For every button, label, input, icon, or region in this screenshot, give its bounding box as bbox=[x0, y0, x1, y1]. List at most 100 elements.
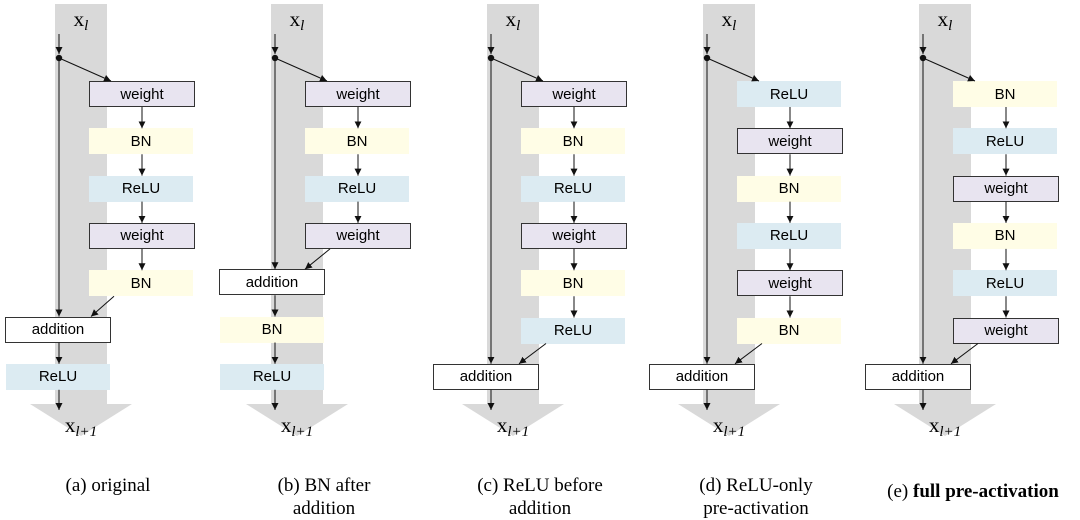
shortcut-arrow-tip bbox=[30, 404, 132, 436]
output-label-x-l-plus-1: xl+1 bbox=[711, 413, 747, 440]
caption-line-2: pre-activation bbox=[703, 498, 809, 519]
block-weight: weight bbox=[953, 317, 1059, 344]
input-label-sub: l bbox=[732, 18, 737, 34]
input-label-x-l: xl bbox=[279, 7, 315, 34]
block-bn: BN bbox=[737, 317, 841, 344]
input-label-base: x bbox=[73, 7, 85, 31]
branch-arrow bbox=[706, 57, 760, 82]
output-label-sub: l+1 bbox=[939, 424, 962, 440]
block-bn: BN bbox=[953, 222, 1057, 249]
block-weight: weight bbox=[521, 222, 627, 249]
input-label-base: x bbox=[505, 7, 517, 31]
block-bn: BN bbox=[521, 270, 625, 297]
caption-line-1: (c) ReLU before bbox=[432, 474, 648, 497]
output-label-base: x bbox=[280, 413, 292, 437]
caption-line-2: addition bbox=[292, 498, 356, 519]
block-bn: BN bbox=[89, 270, 193, 297]
output-label-x-l-plus-1: xl+1 bbox=[495, 414, 531, 440]
output-label-sub: l+1 bbox=[291, 424, 314, 440]
output-label-base: x bbox=[928, 413, 940, 437]
merge-arrow bbox=[734, 343, 763, 365]
input-label-sub: l bbox=[84, 18, 89, 34]
input-label-x-l: xl bbox=[927, 7, 963, 34]
caption-e: (e) full pre-activation bbox=[858, 480, 1080, 503]
block-weight: weight bbox=[305, 222, 411, 249]
caption-prefix: (e) bbox=[887, 481, 913, 502]
output-label-base: x bbox=[712, 413, 724, 437]
block-bn: BN bbox=[953, 81, 1057, 107]
block-bn: BN bbox=[521, 128, 625, 155]
addition-node: addition bbox=[219, 269, 325, 296]
branch-arrow bbox=[274, 57, 328, 82]
output-label-x-l-plus-1: xl+1 bbox=[279, 413, 315, 440]
input-label-sub: l bbox=[516, 18, 521, 34]
block-relu: ReLU bbox=[521, 317, 625, 344]
input-label-base: x bbox=[937, 7, 949, 31]
merge-arrow bbox=[518, 343, 547, 365]
merge-arrow bbox=[950, 343, 979, 365]
block-relu: ReLU bbox=[305, 175, 409, 202]
block-relu: ReLU bbox=[521, 175, 625, 202]
input-label-sub: l bbox=[948, 18, 953, 34]
output-label-x-l-plus-1: xl+1 bbox=[63, 414, 99, 440]
input-label-base: x bbox=[289, 7, 301, 31]
shortcut-arrow-tip bbox=[462, 404, 564, 436]
connection-wires bbox=[919, 34, 1010, 410]
block-weight: weight bbox=[737, 270, 843, 297]
post-block-relu: ReLU bbox=[6, 363, 110, 390]
block-bn: BN bbox=[89, 128, 193, 155]
branch-arrow bbox=[58, 57, 112, 82]
shortcut-arrow-tip bbox=[894, 404, 996, 436]
caption-prefix: (b) BN after bbox=[277, 475, 371, 496]
block-weight: weight bbox=[305, 81, 411, 107]
merge-arrow bbox=[90, 295, 115, 317]
input-label-x-l: xl bbox=[495, 7, 531, 34]
caption-line-1: (e) full pre-activation bbox=[858, 480, 1080, 503]
post-block-relu: ReLU bbox=[220, 363, 324, 390]
caption-emphasis: full pre-activation bbox=[913, 481, 1059, 502]
block-bn: BN bbox=[737, 175, 841, 202]
branch-arrow bbox=[922, 57, 976, 82]
branch-arrow bbox=[490, 57, 544, 82]
block-relu: ReLU bbox=[737, 81, 841, 107]
connection-wires bbox=[55, 34, 146, 410]
block-weight: weight bbox=[953, 175, 1059, 202]
caption-prefix: (c) ReLU before bbox=[477, 475, 603, 496]
input-label-x-l: xl bbox=[711, 7, 747, 34]
caption-prefix: (a) original bbox=[65, 475, 151, 496]
output-label-sub: l+1 bbox=[507, 424, 530, 440]
output-label-x-l-plus-1: xl+1 bbox=[927, 413, 963, 440]
connection-wires bbox=[487, 34, 578, 410]
caption-line-1: (a) original bbox=[0, 474, 216, 497]
block-weight: weight bbox=[737, 128, 843, 155]
addition-node: addition bbox=[5, 316, 111, 343]
caption-prefix: (d) ReLU-only bbox=[699, 475, 813, 496]
block-weight: weight bbox=[89, 81, 195, 107]
block-weight: weight bbox=[521, 81, 627, 107]
addition-node: addition bbox=[865, 363, 971, 390]
block-weight: weight bbox=[89, 222, 195, 249]
connection-wires bbox=[271, 34, 362, 410]
caption-line-1: (d) ReLU-only bbox=[648, 474, 864, 497]
shortcut-arrow-tip bbox=[678, 404, 780, 436]
caption-line-2: addition bbox=[508, 498, 572, 519]
connection-wires bbox=[703, 34, 794, 410]
input-label-base: x bbox=[721, 7, 733, 31]
block-relu: ReLU bbox=[737, 222, 841, 249]
caption-line-1: (b) BN after bbox=[216, 474, 432, 497]
block-relu: ReLU bbox=[953, 270, 1057, 297]
block-relu: ReLU bbox=[953, 128, 1057, 155]
output-label-sub: l+1 bbox=[723, 424, 746, 440]
addition-node: addition bbox=[433, 363, 539, 390]
input-label-x-l: xl bbox=[63, 7, 99, 34]
block-relu: ReLU bbox=[89, 175, 193, 202]
output-label-sub: l+1 bbox=[75, 424, 98, 440]
